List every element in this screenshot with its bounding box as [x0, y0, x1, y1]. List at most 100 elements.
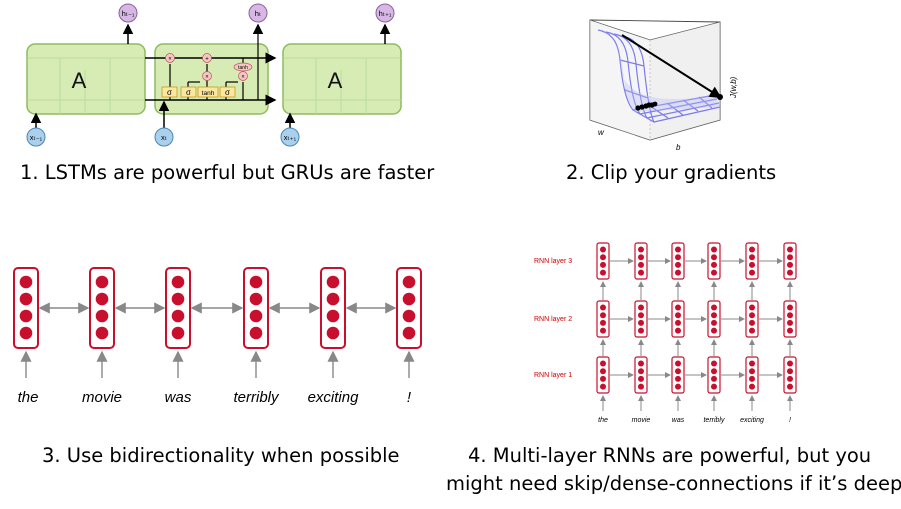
axis-label-w: w — [598, 128, 605, 137]
neuron-dot — [600, 319, 606, 326]
neuron-dot — [749, 254, 755, 261]
rnn-cell — [783, 356, 797, 394]
input-word: terribly — [703, 417, 725, 424]
neuron-dot — [675, 304, 681, 311]
neuron-dot — [402, 326, 416, 340]
neuron-dot — [711, 368, 717, 375]
rnn-cell — [707, 242, 721, 280]
multilayer-panel: RNN layer 3 RNN layer 2 RNN layer 1 the movi… — [446, 235, 901, 509]
neuron-dot — [749, 304, 755, 311]
rnn-cell — [671, 242, 685, 280]
rnn-cell — [243, 267, 269, 349]
neuron-dot — [600, 312, 606, 319]
input-word: the — [598, 417, 608, 424]
rnn-cell — [783, 242, 797, 280]
neuron-dot — [675, 375, 681, 382]
neuron-dot — [326, 292, 340, 306]
neuron-dot — [787, 312, 793, 319]
neuron-dot — [600, 368, 606, 375]
op-label: × — [168, 57, 172, 63]
neuron-dot — [787, 304, 793, 311]
output-label: hₜ — [255, 9, 261, 18]
neuron-dot — [600, 254, 606, 261]
neuron-dot — [638, 368, 644, 375]
multilayer-diagram: RNN layer 3 RNN layer 2 RNN layer 1 the movi… — [534, 242, 797, 424]
neuron-dot — [600, 375, 606, 382]
layer-label: RNN layer 2 — [534, 316, 572, 323]
neuron-dot — [787, 269, 793, 276]
neuron-dot — [600, 304, 606, 311]
rnn-cell — [596, 356, 610, 394]
neuron-dot — [675, 269, 681, 276]
layer-label: RNN layer 1 — [534, 372, 572, 379]
neuron-dot — [19, 309, 33, 323]
neuron-dot — [402, 292, 416, 306]
neuron-dot — [326, 326, 340, 340]
op-label: × — [241, 75, 245, 81]
input-word: was — [672, 417, 685, 424]
neuron-dot — [749, 246, 755, 253]
neuron-dot — [95, 292, 109, 306]
neuron-dot — [711, 261, 717, 268]
neuron-dot — [326, 309, 340, 323]
input-word: exciting — [740, 417, 764, 424]
neuron-dot — [19, 326, 33, 340]
neuron-dot — [675, 383, 681, 390]
neuron-dot — [675, 312, 681, 319]
neuron-dot — [749, 383, 755, 390]
rnn-cell — [707, 356, 721, 394]
neuron-dot — [600, 360, 606, 367]
neuron-dot — [95, 275, 109, 289]
gradient-step-arrow — [621, 34, 722, 99]
input-word: movie — [632, 417, 651, 424]
gradient-cliff-plot: w b J(w,b) — [589, 19, 738, 152]
gate-label: σ — [186, 88, 191, 97]
neuron-dot — [787, 246, 793, 253]
neuron-dot — [787, 261, 793, 268]
neuron-dot — [638, 269, 644, 276]
rnn-cell — [634, 242, 648, 280]
rnn-cell — [89, 267, 115, 349]
rnn-cell — [596, 242, 610, 280]
neuron-dot — [787, 383, 793, 390]
lstm-cell-label: A — [72, 68, 87, 93]
neuron-dot — [95, 326, 109, 340]
output-label: hₜ₋₁ — [122, 9, 135, 18]
neuron-dot — [402, 309, 416, 323]
neuron-dot — [638, 383, 644, 390]
neuron-dot — [711, 254, 717, 261]
lstm-gates: σ σ tanh σ — [161, 86, 236, 98]
lstm-inputs: xₜ₋₁ xₜ xₜ₊₁ — [26, 127, 300, 147]
lstm-cell-previous: A — [26, 43, 146, 115]
neuron-dot — [749, 269, 755, 276]
input-label: xₜ₋₁ — [30, 133, 43, 142]
layer-label: RNN layer 3 — [534, 258, 572, 265]
neuron-dot — [249, 292, 263, 306]
rnn-cell — [634, 300, 648, 338]
input-word: was — [165, 389, 192, 406]
neuron-dot — [638, 319, 644, 326]
panel2-caption: 2. Clip your gradients — [566, 161, 777, 184]
neuron-dot — [749, 312, 755, 319]
rnn-cell — [745, 300, 759, 338]
neuron-dot — [638, 261, 644, 268]
neuron-dot — [600, 327, 606, 334]
axis-label-b: b — [676, 143, 681, 152]
neuron-dot — [402, 275, 416, 289]
axis-label-j: J(w,b) — [729, 76, 738, 99]
neuron-dot — [171, 292, 185, 306]
input-word: exciting — [308, 389, 360, 406]
gate-label: tanh — [202, 90, 215, 97]
rnn-cell — [320, 267, 346, 349]
cliff-surface — [597, 29, 721, 123]
neuron-dot — [675, 246, 681, 253]
panel3-caption: 3. Use bidirectionality when possible — [42, 444, 400, 467]
op-label: × — [205, 75, 209, 81]
neuron-dot — [711, 319, 717, 326]
neuron-dot — [787, 319, 793, 326]
op-label: + — [205, 57, 209, 63]
gradient-cliff-panel: w b J(w,b) 2. Clip your gradients — [450, 0, 901, 200]
op-label: tanh — [238, 65, 248, 71]
neuron-dot — [675, 327, 681, 334]
